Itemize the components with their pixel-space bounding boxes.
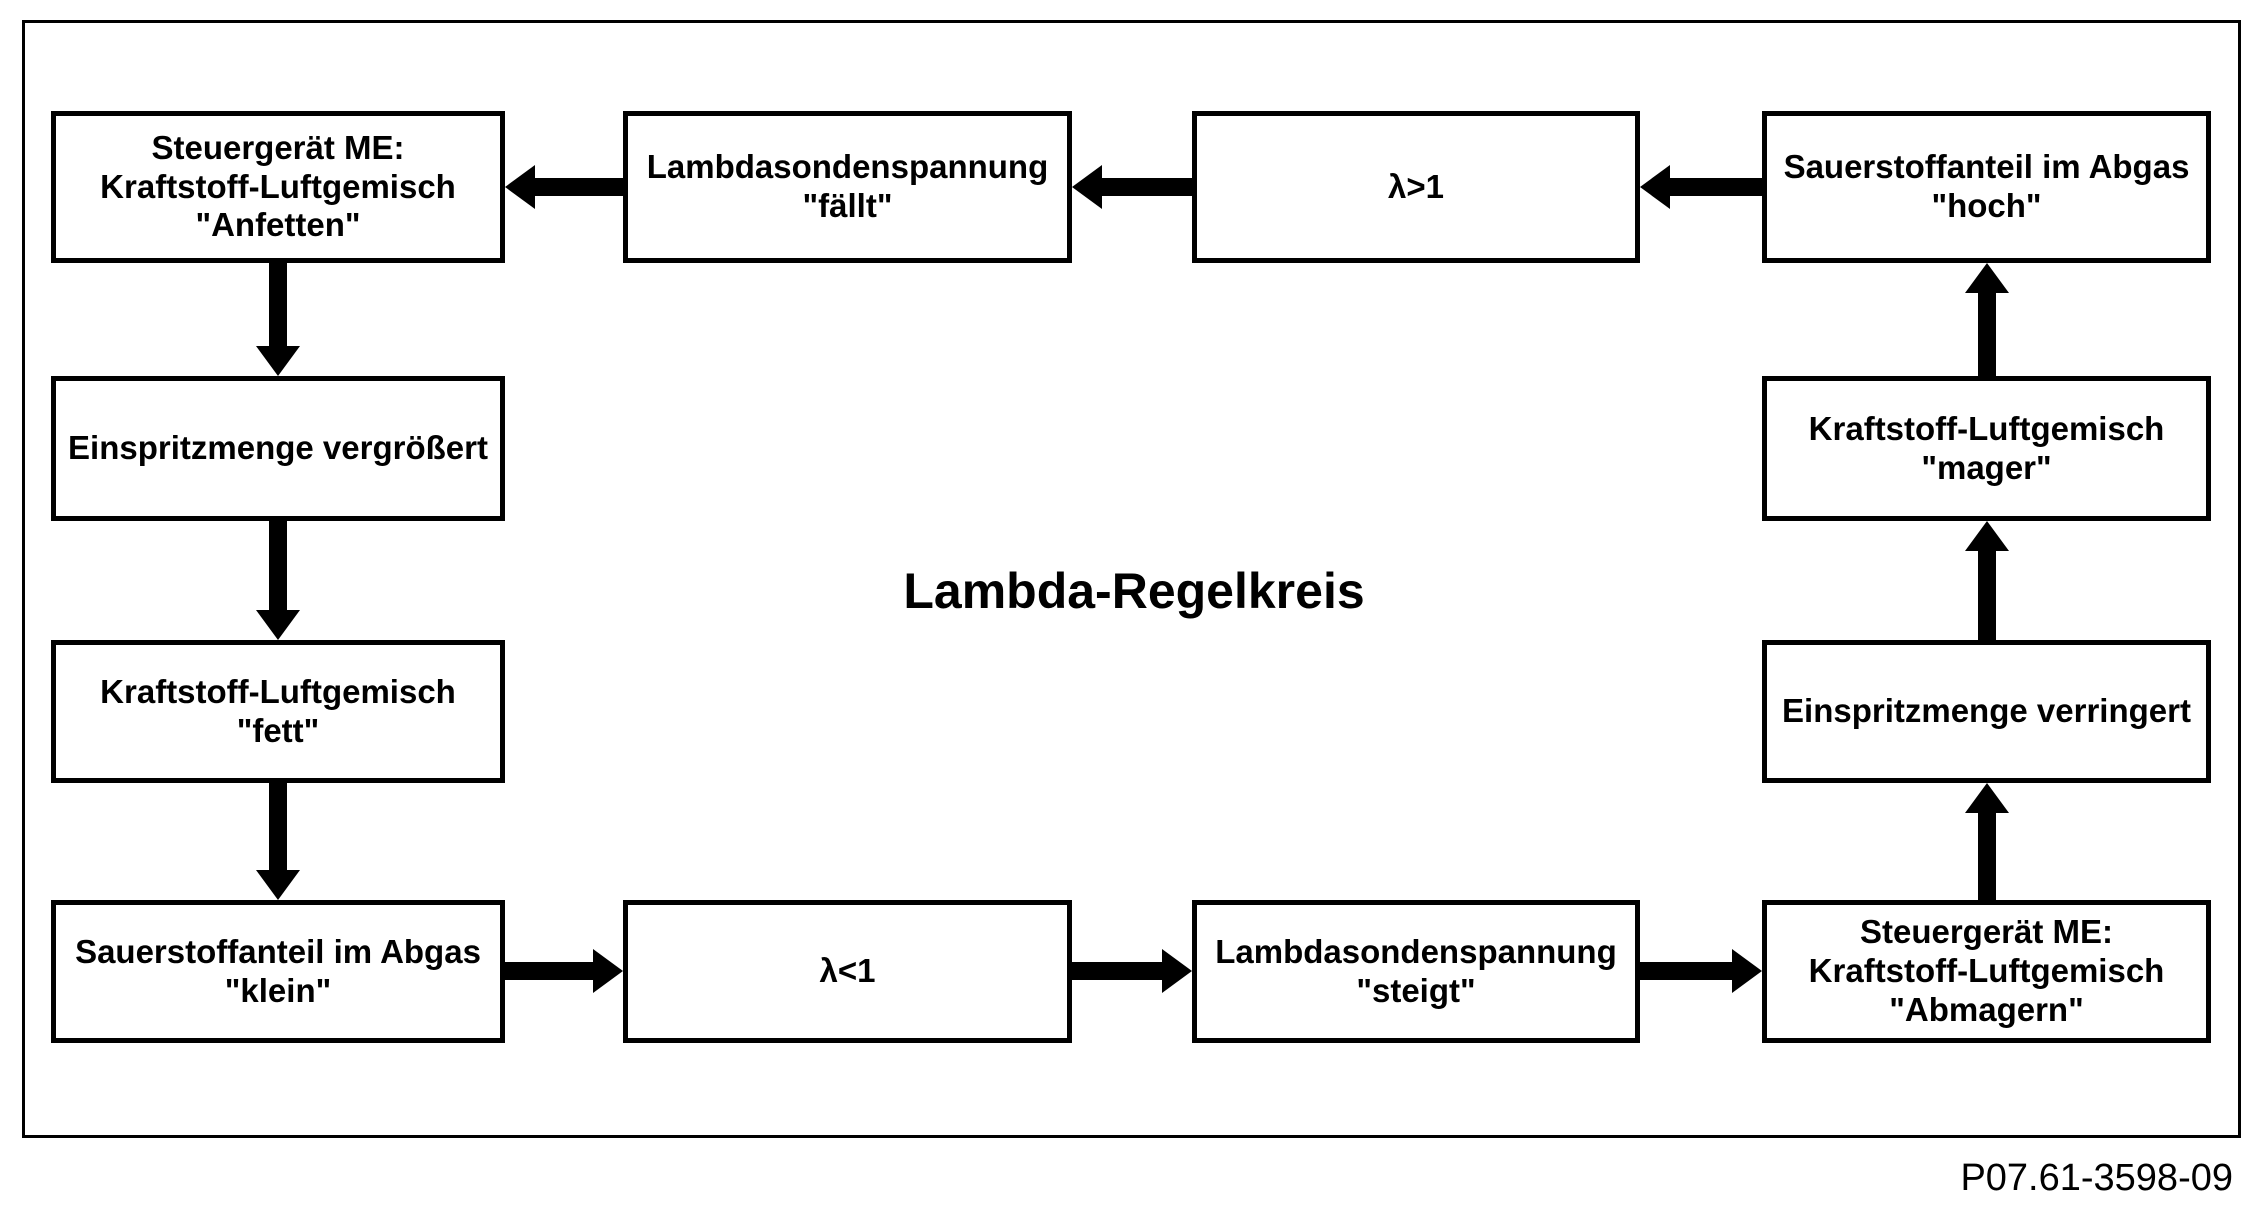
node-einspritzmenge-vergroessert: Einspritzmenge vergrößert	[51, 376, 505, 521]
arrow-shaft	[1668, 178, 1762, 196]
arrowhead-right-icon	[1162, 949, 1192, 993]
arrow-shaft	[533, 178, 623, 196]
arrowhead-right-icon	[1732, 949, 1762, 993]
arrow-klein-to-lambda-lt1	[505, 949, 623, 993]
arrow-shaft	[269, 263, 287, 348]
node-kraftstoff-luftgemisch-fett: Kraftstoff-Luftgemisch "fett"	[51, 640, 505, 783]
arrow-steigt-to-abmagern	[1640, 949, 1762, 993]
diagram-title: Lambda-Regelkreis	[903, 563, 1365, 619]
node-steuergeraet-anfetten: Steuergerät ME: Kraftstoff-Luftgemisch "…	[51, 111, 505, 263]
arrow-hoch-to-lambda-gt1	[1640, 165, 1762, 209]
node-lambda-kleiner-1: λ<1	[623, 900, 1072, 1043]
arrowhead-left-icon	[505, 165, 535, 209]
arrow-abmagern-to-verringert	[1965, 783, 2009, 900]
node-kraftstoff-luftgemisch-mager: Kraftstoff-Luftgemisch "mager"	[1762, 376, 2211, 521]
arrowhead-right-icon	[593, 949, 623, 993]
arrow-shaft	[269, 521, 287, 612]
arrowhead-down-icon	[256, 870, 300, 900]
arrow-shaft	[1100, 178, 1192, 196]
arrow-shaft	[1978, 291, 1996, 376]
arrow-mager-to-hoch	[1965, 263, 2009, 376]
node-lambda-groesser-1: λ>1	[1192, 111, 1640, 263]
arrow-shaft	[1072, 962, 1164, 980]
figure-number: P07.61-3598-09	[1960, 1157, 2233, 1199]
node-lambdasondenspannung-steigt: Lambdasondenspannung "steigt"	[1192, 900, 1640, 1043]
arrow-shaft	[505, 962, 595, 980]
arrowhead-left-icon	[1640, 165, 1670, 209]
arrowhead-up-icon	[1965, 521, 2009, 551]
arrow-faellt-to-anfetten	[505, 165, 623, 209]
arrow-lambda-gt1-to-faellt	[1072, 165, 1192, 209]
arrow-shaft	[1978, 549, 1996, 640]
arrow-lambda-lt1-to-steigt	[1072, 949, 1192, 993]
arrowhead-down-icon	[256, 610, 300, 640]
diagram-border	[22, 20, 2241, 1138]
arrow-shaft	[269, 783, 287, 872]
arrowhead-down-icon	[256, 346, 300, 376]
node-einspritzmenge-verringert: Einspritzmenge verringert	[1762, 640, 2211, 783]
node-sauerstoffanteil-klein: Sauerstoffanteil im Abgas "klein"	[51, 900, 505, 1043]
arrow-shaft	[1640, 962, 1734, 980]
arrow-fett-to-klein	[256, 783, 300, 900]
node-steuergeraet-abmagern: Steuergerät ME: Kraftstoff-Luftgemisch "…	[1762, 900, 2211, 1043]
arrowhead-up-icon	[1965, 263, 2009, 293]
arrowhead-left-icon	[1072, 165, 1102, 209]
node-sauerstoffanteil-hoch: Sauerstoffanteil im Abgas "hoch"	[1762, 111, 2211, 263]
arrow-verringert-to-mager	[1965, 521, 2009, 640]
arrow-vergroessert-to-fett	[256, 521, 300, 640]
node-lambdasondenspannung-faellt: Lambdasondenspannung "fällt"	[623, 111, 1072, 263]
arrowhead-up-icon	[1965, 783, 2009, 813]
arrow-shaft	[1978, 811, 1996, 900]
arrow-anfetten-to-vergroessert	[256, 263, 300, 376]
